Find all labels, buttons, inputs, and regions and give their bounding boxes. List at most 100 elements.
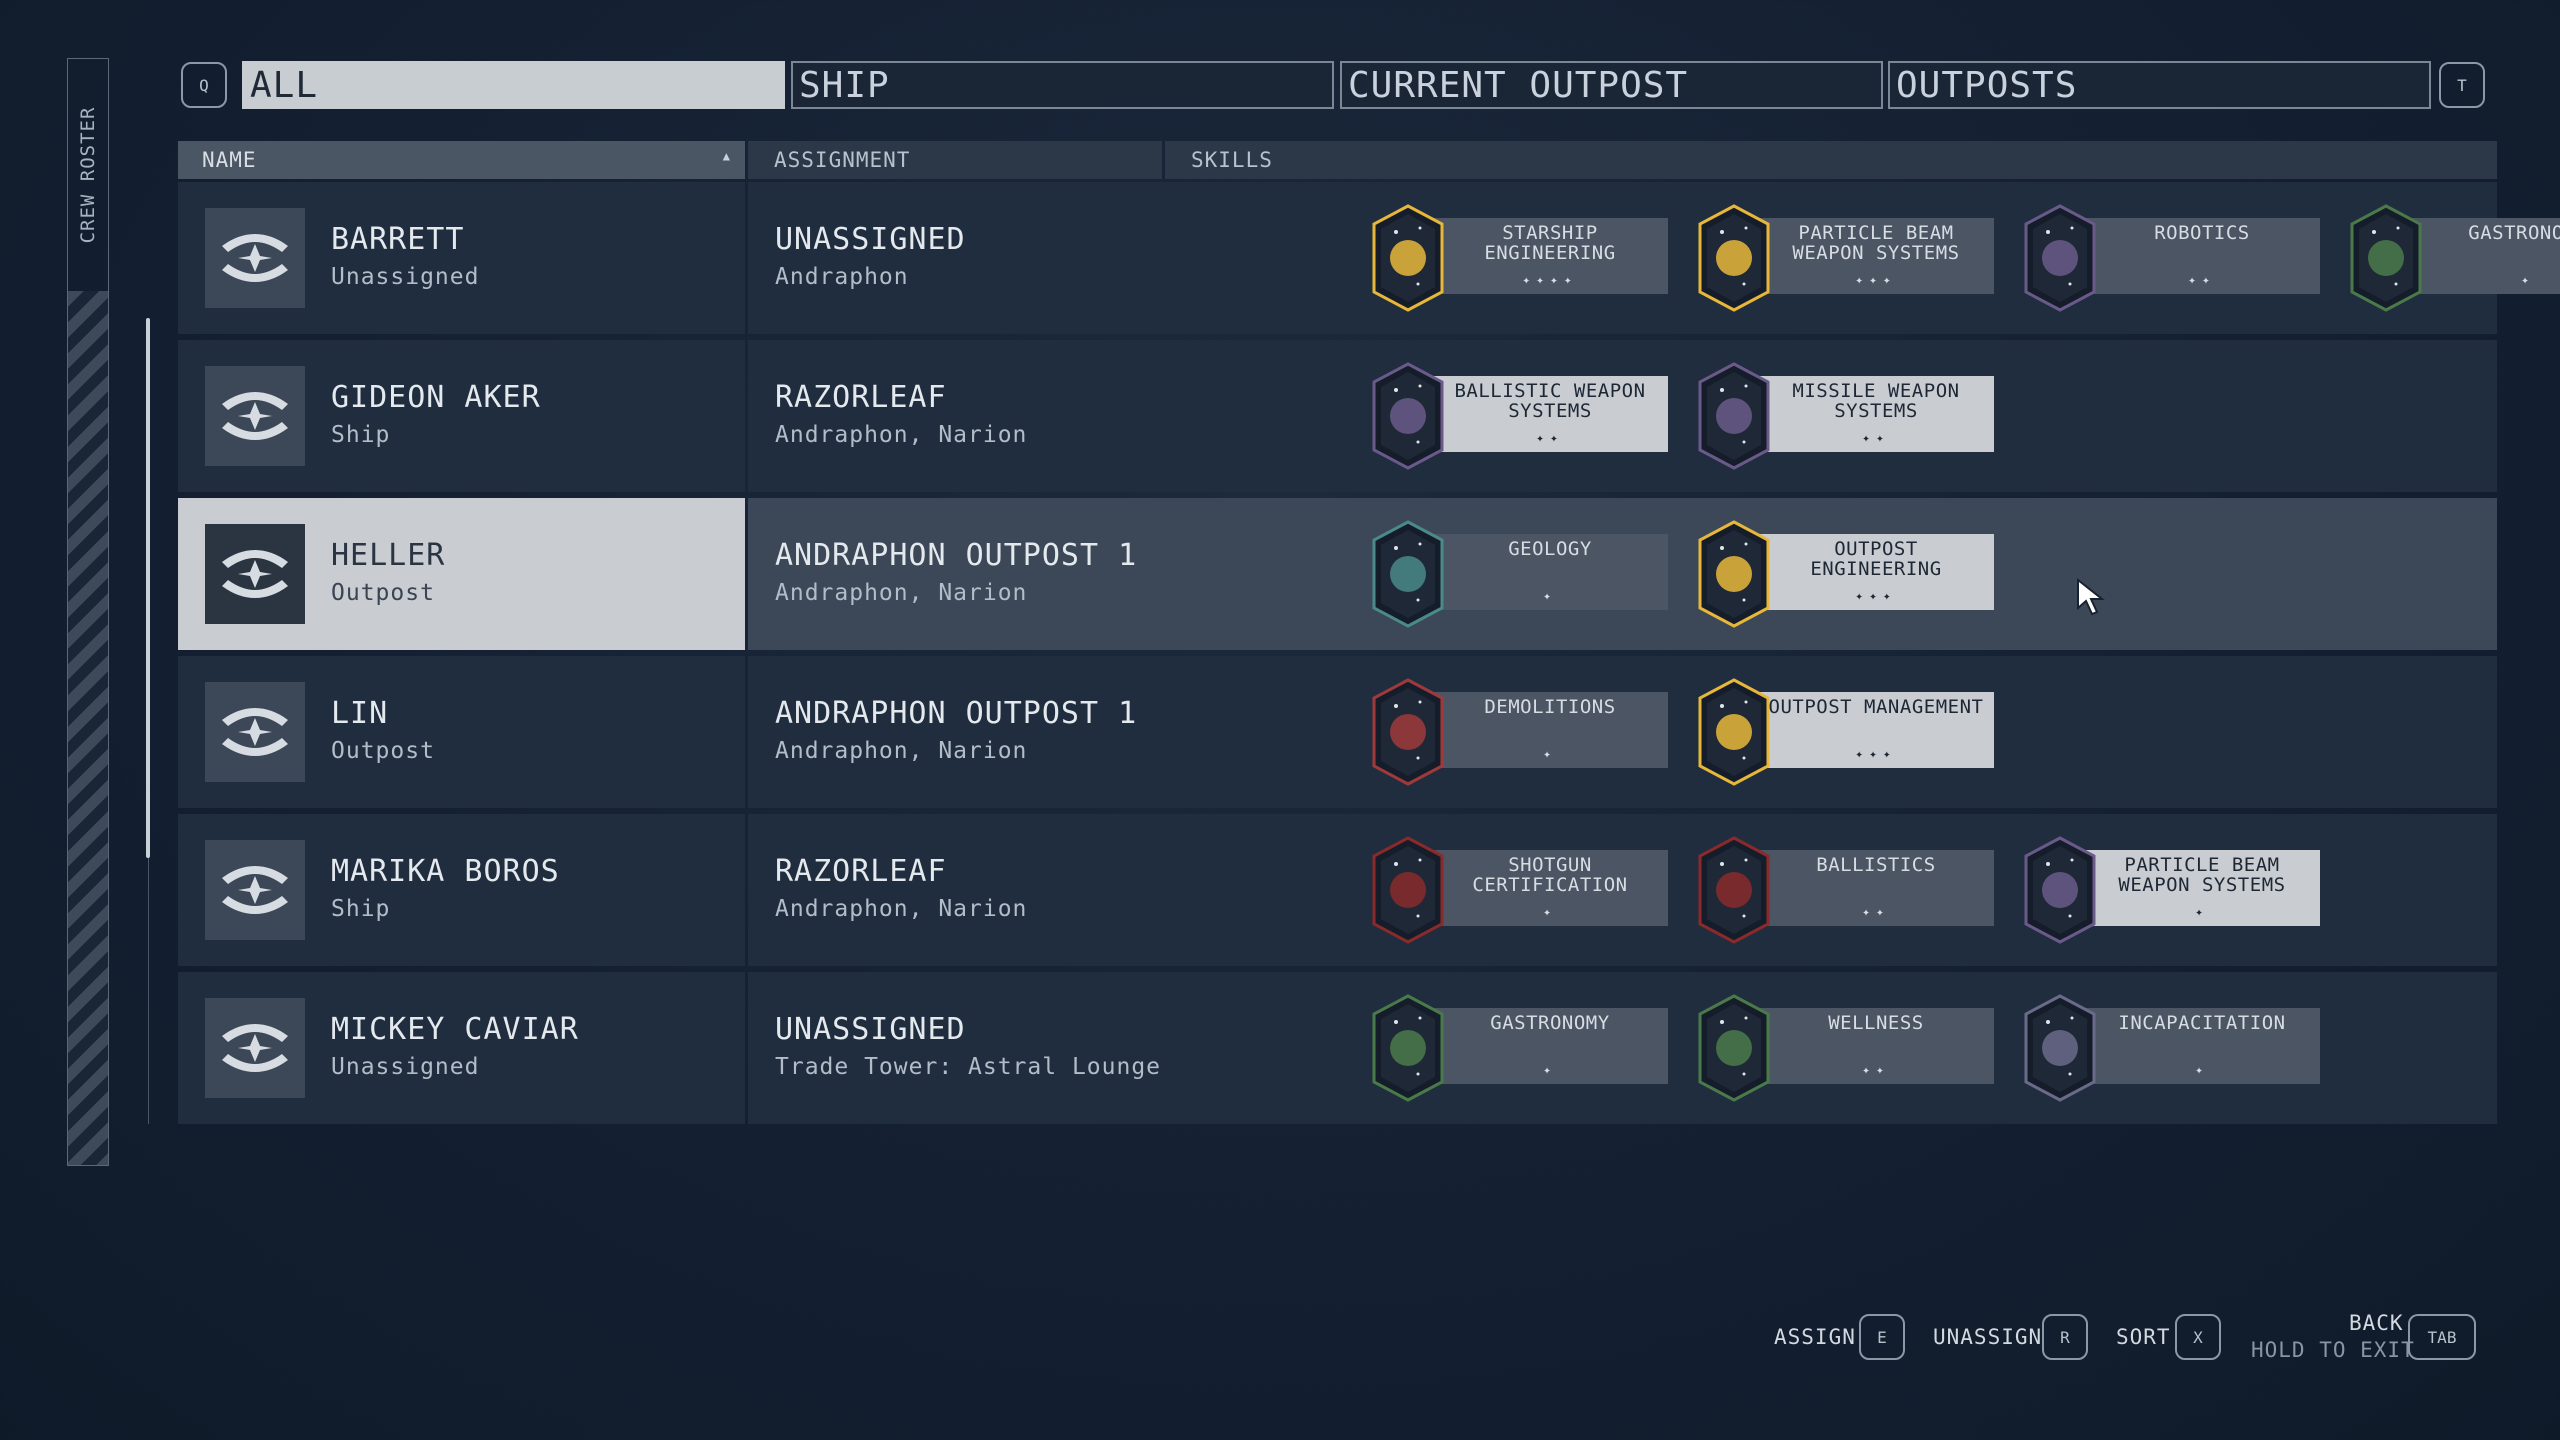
sort-arrow-icon: ▲ (722, 149, 731, 163)
scrollbar-thumb[interactable] (146, 318, 150, 858)
skill-card[interactable]: MISSILE WEAPON SYSTEMS✦✦ (1694, 362, 1994, 470)
crew-name: MICKEY CAVIAR (331, 1012, 579, 1047)
skill-card[interactable]: GASTRONOMY✦ (1368, 994, 1668, 1102)
skill-card[interactable]: ROBOTICS ✦✦ (2020, 204, 2320, 312)
unassign-key-button[interactable]: R (2042, 1314, 2088, 1360)
skill-card[interactable]: BALLISTIC WEAPON SYSTEMS ✦✦ (1368, 362, 1668, 470)
prev-tab-key[interactable]: Q (181, 62, 227, 108)
tab-ship[interactable]: SHIP (791, 61, 1334, 109)
skill-name: OUTPOST ENGINEERING (1810, 538, 1942, 580)
skill-card[interactable]: OUTPOST ENGINEERING ✦✦✦ (1694, 520, 1994, 628)
skill-card[interactable]: BALLISTICS ✦✦ (1694, 836, 1994, 944)
skill-rank-stars: ✦✦ (2188, 273, 2216, 288)
crew-assignment: UNASSIGNED (775, 222, 966, 257)
skill-name: ROBOTICS (2154, 222, 2250, 244)
skill-plate: DEMOLITIONS✦ (1428, 692, 1668, 768)
skill-plate: WELLNESS✦✦ (1754, 1008, 1994, 1084)
skill-card[interactable]: PARTICLE BEAM WEAPON SYSTEMS✦ (2020, 836, 2320, 944)
tab-current-outpost[interactable]: CURRENT OUTPOST (1340, 61, 1883, 109)
crew-status: Ship (331, 422, 391, 448)
skill-name: BALLISTIC WEAPON SYSTEMS (1454, 380, 1646, 422)
crew-avatar-icon (205, 840, 305, 940)
skill-card[interactable]: GEOLOGY✦ (1368, 520, 1668, 628)
skill-card[interactable]: INCAPACITATION✦ (2020, 994, 2320, 1102)
skill-plate: PARTICLE BEAM WEAPON SYSTEMS✦✦✦ (1754, 218, 1994, 294)
mouse-cursor-icon (2077, 578, 2105, 616)
missile-badge-icon (1694, 362, 1774, 470)
crew-name: BARRETT (331, 222, 465, 257)
skill-name: PARTICLE BEAM WEAPON SYSTEMS (2118, 854, 2286, 896)
skill-rank-stars: ✦✦✦ (1855, 273, 1897, 288)
tab-label: SHIP (799, 64, 890, 106)
skill-rank-stars: ✦ (1543, 747, 1557, 762)
skill-card[interactable]: STARSHIP ENGINEERING✦✦✦✦ (1368, 204, 1668, 312)
crew-name: GIDEON AKER (331, 380, 541, 415)
hold-to-exit-label: HOLD TO EXIT (2251, 1338, 2415, 1362)
column-header-assignment[interactable]: ASSIGNMENT (748, 141, 1162, 179)
crew-name-cell[interactable]: MICKEY CAVIAR Unassigned (178, 972, 745, 1124)
skill-rank-stars: ✦✦ (1862, 1063, 1890, 1078)
skill-rank-stars: ✦✦ (1862, 905, 1890, 920)
crew-avatar-icon (205, 366, 305, 466)
crew-location: Andraphon, Narion (775, 422, 1028, 448)
tab-label: OUTPOSTS (1896, 64, 2078, 106)
skill-plate: PARTICLE BEAM WEAPON SYSTEMS✦ (2080, 850, 2320, 926)
skill-rank-stars: ✦ (1543, 905, 1557, 920)
tab-all[interactable]: ALL (242, 61, 785, 109)
back-prompt-label: BACK (2349, 1311, 2404, 1335)
crew-location: Andraphon, Narion (775, 896, 1028, 922)
skill-plate: GASTRONOMY✦ (2406, 218, 2560, 294)
crew-status: Unassigned (331, 1054, 480, 1080)
crew-name-cell[interactable]: GIDEON AKER Ship (178, 340, 745, 492)
skill-name: OUTPOST MANAGEMENT (1768, 696, 1984, 718)
assign-key-button[interactable]: E (1859, 1314, 1905, 1360)
skill-rank-stars: ✦✦ (1536, 431, 1564, 446)
skill-card[interactable]: WELLNESS✦✦ (1694, 994, 1994, 1102)
crew-location: Andraphon, Narion (775, 580, 1028, 606)
column-header-assignment-label: ASSIGNMENT (774, 148, 911, 172)
sort-prompt-label: SORT (2116, 1325, 2171, 1349)
skill-plate: OUTPOST MANAGEMENT✦✦✦ (1754, 692, 1994, 768)
skill-card[interactable]: GASTRONOMY✦ (2346, 204, 2560, 312)
unassign-prompt-label: UNASSIGN (1933, 1325, 2043, 1349)
next-tab-key[interactable]: T (2439, 62, 2485, 108)
wrench-ship-badge-icon (1368, 204, 1448, 312)
column-header-name[interactable]: NAME ▲ (178, 141, 745, 179)
skill-card[interactable]: OUTPOST MANAGEMENT✦✦✦ (1694, 678, 1994, 786)
crew-assignment: ANDRAPHON OUTPOST 1 (775, 696, 1138, 731)
crew-assignment: RAZORLEAF (775, 380, 947, 415)
skill-name: INCAPACITATION (2118, 1012, 2286, 1034)
skill-name: BALLISTICS (1816, 854, 1936, 876)
crew-details-cell[interactable]: RAZORLEAF Andraphon, Narion BALLISTIC WEAP… (748, 340, 2497, 492)
back-key-button[interactable]: TAB (2408, 1314, 2476, 1360)
crew-location: Andraphon (775, 264, 909, 290)
tab-outposts[interactable]: OUTPOSTS (1888, 61, 2431, 109)
skill-card[interactable]: SHOTGUN CERTIFICATION✦ (1368, 836, 1668, 944)
crew-roster-sidebar: CREW ROSTER (67, 58, 109, 1166)
crew-details-cell[interactable]: ANDRAPHON OUTPOST 1 Andraphon, Narion GEOL… (748, 498, 2497, 650)
crew-assignment: UNASSIGNED (775, 1012, 966, 1047)
crew-assignment: ANDRAPHON OUTPOST 1 (775, 538, 1138, 573)
skill-card[interactable]: DEMOLITIONS✦ (1368, 678, 1668, 786)
crew-row[interactable]: GIDEON AKER Ship RAZORLEAF Andraphon, Nario… (178, 340, 2497, 492)
skill-rank-stars: ✦ (1543, 589, 1557, 604)
sort-key-button[interactable]: X (2175, 1314, 2221, 1360)
skill-rank-stars: ✦✦✦ (1855, 589, 1897, 604)
skill-plate: GASTRONOMY✦ (1428, 1008, 1668, 1084)
skill-name: STARSHIP ENGINEERING (1484, 222, 1616, 264)
skill-plate: BALLISTICS ✦✦ (1754, 850, 1994, 926)
skill-card[interactable]: PARTICLE BEAM WEAPON SYSTEMS✦✦✦ (1694, 204, 1994, 312)
